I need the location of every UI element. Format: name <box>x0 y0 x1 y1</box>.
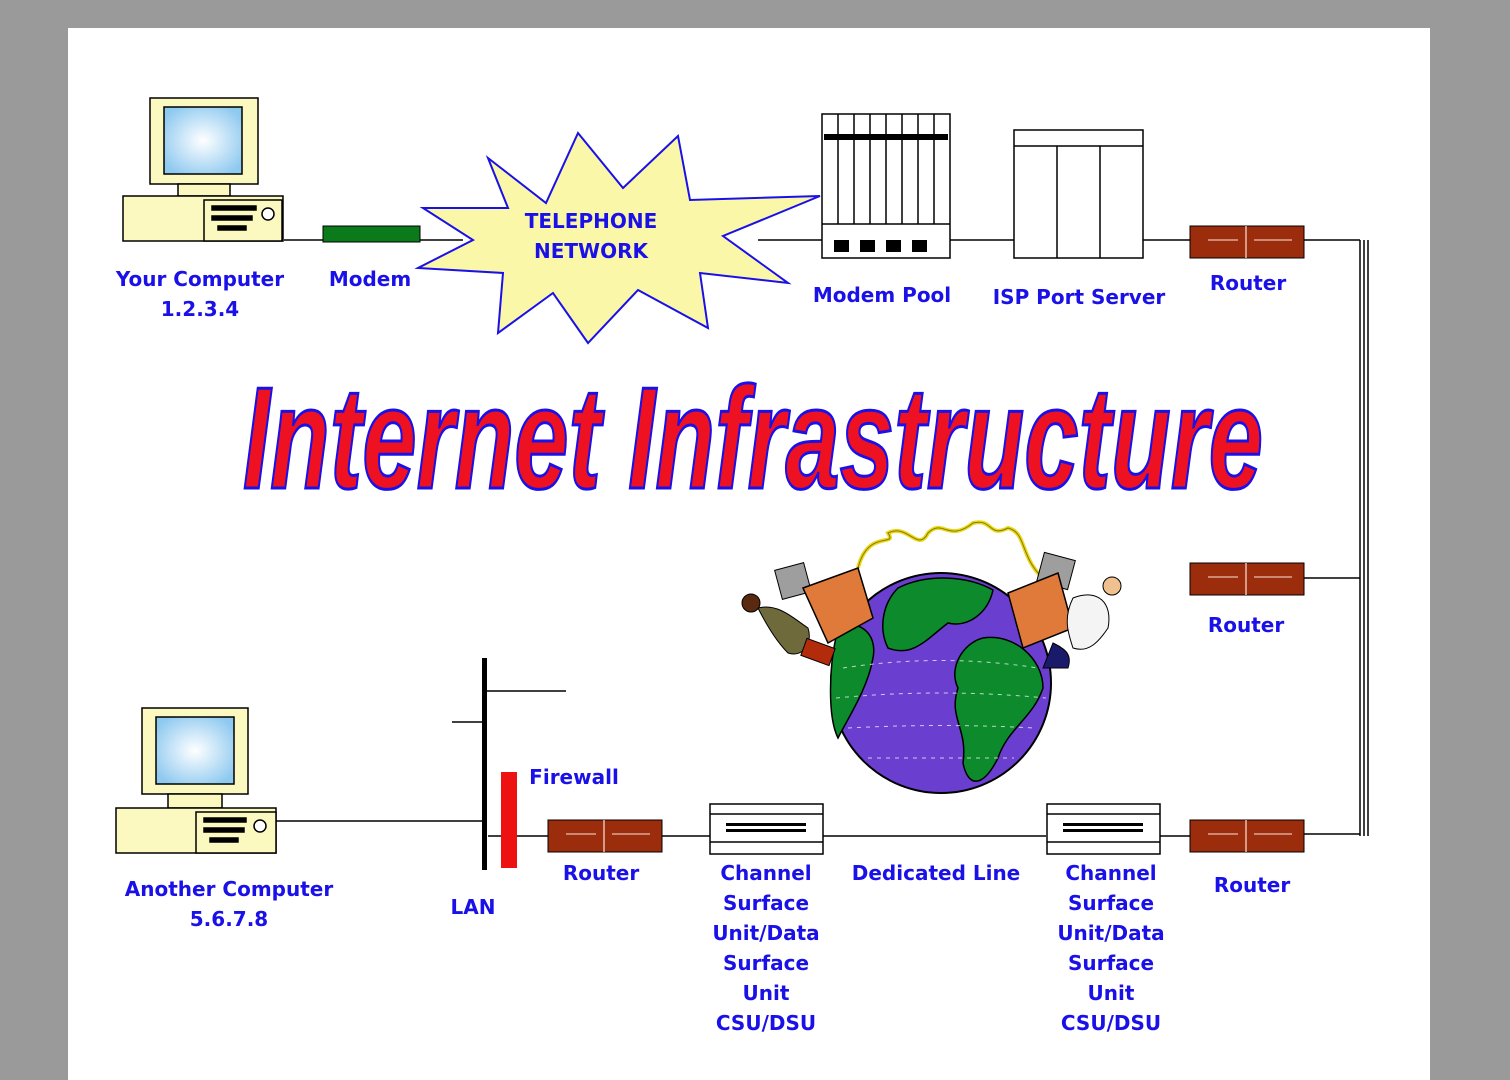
slide: Internet Infrastructure Your Computer 1.… <box>68 28 1430 1080</box>
csu-dsu-right-line-4: Surface <box>1067 951 1155 975</box>
telephone-network-label: TELEPHONE NETWORK <box>508 206 674 266</box>
your-computer-label: Your Computer 1.2.3.4 <box>105 264 295 324</box>
telephone-network-line-2: NETWORK <box>533 239 648 263</box>
firewall-label: Firewall <box>529 765 619 789</box>
backbone-line <box>1359 240 1369 836</box>
csu-dsu-left-icon <box>709 803 824 855</box>
router-bottom-left-icon <box>547 819 663 853</box>
router-top-icon <box>1189 225 1305 259</box>
another-computer-ip: 5.6.7.8 <box>189 907 269 931</box>
csu-dsu-left-line-3: Unit/Data <box>712 921 820 945</box>
csu-dsu-left-line-1: Channel <box>720 861 812 885</box>
right-person-figure <box>1007 551 1122 669</box>
lan-bus <box>482 658 487 870</box>
router-bottom-right-icon <box>1189 819 1305 853</box>
router-mid-icon <box>1189 562 1305 596</box>
slide-title-graphic: Internet Infrastructure <box>242 356 1265 519</box>
router-bottom-right-label: Router <box>1213 873 1291 897</box>
network-diagram <box>115 97 1369 870</box>
isp-port-server-label: ISP Port Server <box>992 285 1166 309</box>
telephone-network-line-1: TELEPHONE <box>524 209 658 233</box>
router-bottom-left-label: Router <box>562 861 640 885</box>
modem-icon <box>322 225 421 243</box>
modem-pool-icon <box>821 113 951 259</box>
slide-title: Internet Infrastructure <box>243 357 1263 518</box>
csu-dsu-right-line-1: Channel <box>1065 861 1157 885</box>
your-computer-ip: 1.2.3.4 <box>160 297 240 321</box>
connection-lines <box>276 239 1360 837</box>
lan-label: LAN <box>450 895 496 919</box>
csu-dsu-left-label: Channel Surface Unit/Data Surface Unit C… <box>698 858 834 1038</box>
another-computer-name: Another Computer <box>124 877 334 901</box>
csu-dsu-right-label: Channel Surface Unit/Data Surface Unit C… <box>1043 858 1179 1038</box>
another-computer-label: Another Computer 5.6.7.8 <box>104 874 354 934</box>
csu-dsu-left-line-4: Surface <box>722 951 810 975</box>
router-top-label: Router <box>1209 271 1287 295</box>
isp-port-server-icon <box>1013 129 1144 259</box>
left-person-figure <box>741 562 874 667</box>
your-computer-name: Your Computer <box>115 267 285 291</box>
csu-dsu-right-icon <box>1046 803 1161 855</box>
modem-pool-label: Modem Pool <box>812 283 952 307</box>
csu-dsu-left-line-2: Surface <box>722 891 810 915</box>
csu-dsu-left-line-6: CSU/DSU <box>715 1011 817 1035</box>
telephone-network-starburst <box>414 131 821 345</box>
csu-dsu-right-line-2: Surface <box>1067 891 1155 915</box>
csu-dsu-left-line-5: Unit <box>742 981 790 1005</box>
another-computer-icon <box>115 707 277 854</box>
firewall-bar <box>501 772 517 868</box>
dedicated-line-label: Dedicated Line <box>851 861 1021 885</box>
router-mid-label: Router <box>1207 613 1285 637</box>
your-computer-icon <box>122 97 284 242</box>
globe-illustration <box>741 520 1122 794</box>
csu-dsu-right-line-3: Unit/Data <box>1057 921 1165 945</box>
csu-dsu-right-line-5: Unit <box>1087 981 1135 1005</box>
csu-dsu-right-line-6: CSU/DSU <box>1060 1011 1162 1035</box>
modem-label: Modem <box>328 267 412 291</box>
